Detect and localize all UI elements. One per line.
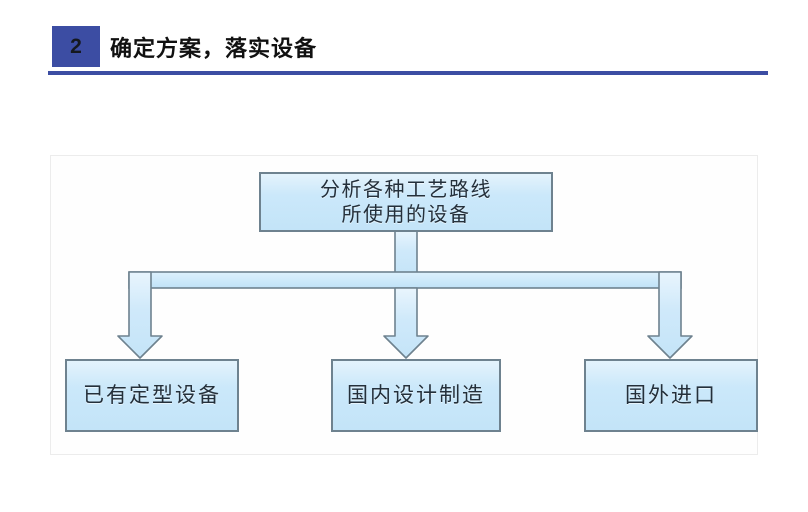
page-title: 确定方案，落实设备 [110,37,318,62]
flowchart: 分析各种工艺路线 所使用的设备 已有定型设备 国内设计制造 国外进口 [51,156,759,456]
step-number-badge: 2 [52,26,100,67]
flow-node-branch-3[interactable]: 国外进口 [584,359,758,432]
connector-arrow-middle [383,287,429,359]
connector-root-stem [394,229,418,277]
connector-horizontal-bar [128,271,682,289]
flow-node-root-line2: 所使用的设备 [341,202,471,226]
flow-node-root-line1: 分析各种工艺路线 [320,177,492,201]
diagram-container: 分析各种工艺路线 所使用的设备 已有定型设备 国内设计制造 国外进口 [50,155,758,455]
flow-node-branch-1[interactable]: 已有定型设备 [65,359,239,432]
header-divider [48,71,768,75]
flow-node-root[interactable]: 分析各种工艺路线 所使用的设备 [259,172,553,232]
flow-node-branch-2[interactable]: 国内设计制造 [331,359,501,432]
connector-arrow-left [117,271,163,359]
connector-arrow-right [647,271,693,359]
page-header: 2 确定方案，落实设备 [0,0,808,90]
